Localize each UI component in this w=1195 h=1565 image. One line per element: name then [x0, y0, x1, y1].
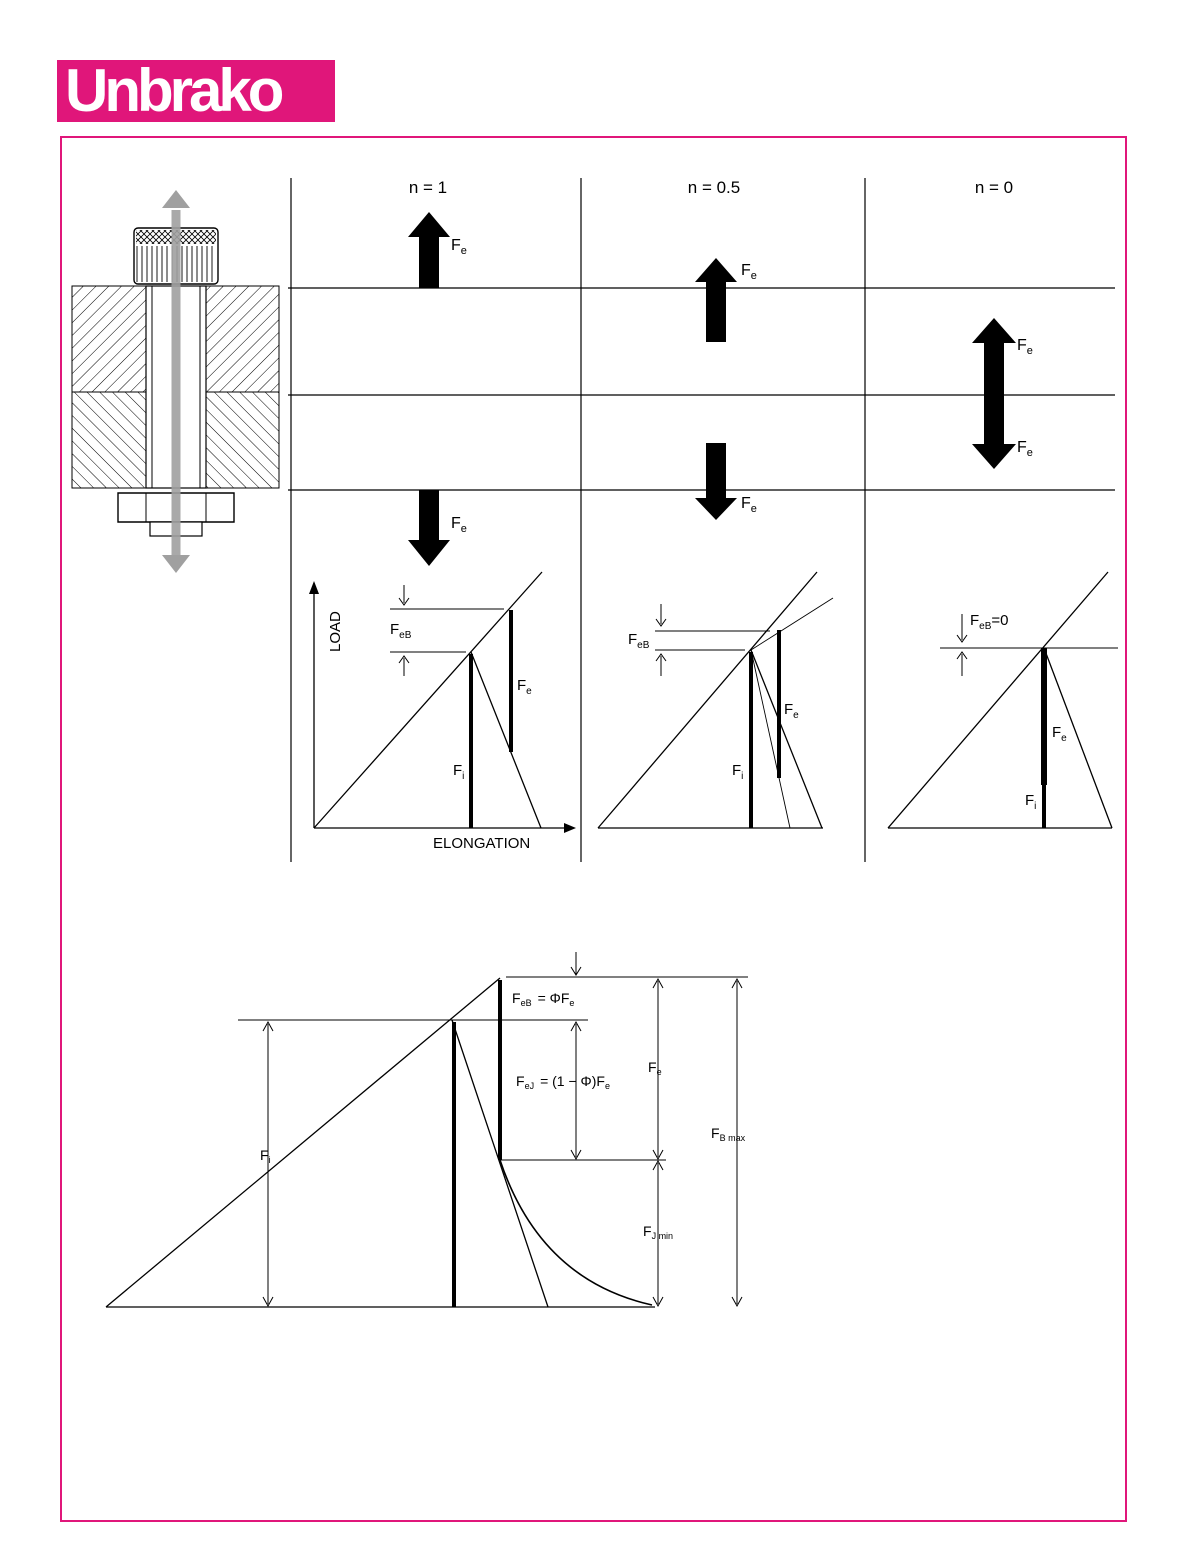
- fe-label-col1-bottom: Fe: [451, 515, 467, 535]
- fe-label-col1-graph: Fe: [517, 677, 532, 697]
- elongation-axis-arrowhead-icon: [564, 823, 576, 833]
- fi-label-col3: Fi: [1025, 792, 1036, 812]
- small-diagram-n1: [309, 571, 576, 833]
- load-axis-label: LOAD: [327, 611, 344, 652]
- bolt-joint-illustration: [71, 190, 280, 573]
- load-arrow-up-icon: [162, 190, 190, 208]
- column-header-n0: n = 0: [975, 178, 1013, 197]
- fbmax-dimension-label: FB max: [711, 1125, 746, 1143]
- fe-label-col2-top: Fe: [741, 262, 757, 282]
- feb-equation-label: FeB= ΦFe: [512, 990, 574, 1008]
- column-grid: [288, 178, 1115, 862]
- fi-label-col2: Fi: [732, 762, 743, 782]
- column-header-n05: n = 0.5: [688, 178, 740, 197]
- elongation-axis-label: ELONGATION: [433, 835, 530, 852]
- column-header-n1: n = 1: [409, 178, 447, 197]
- fe-label-col3-graph: Fe: [1052, 724, 1067, 744]
- small-diagram-n05: [597, 571, 834, 829]
- fe-double-arrow-col3-icon: [972, 318, 1016, 469]
- content-frame: [60, 136, 1127, 1522]
- fe-label-col3-bottom: Fe: [1017, 439, 1033, 459]
- force-arrows: [408, 212, 1016, 566]
- fi-label-col1: Fi: [453, 762, 464, 782]
- feb-zero-label: FeB=0: [970, 612, 1009, 632]
- fe-label-col2-bottom: Fe: [741, 495, 757, 515]
- feb-label-col1: FeB: [390, 621, 412, 641]
- load-arrow-down-icon: [162, 555, 190, 573]
- feb-label-col2: FeB: [628, 631, 650, 651]
- load-axis-arrowhead-icon: [309, 581, 319, 594]
- fe-label-col3-top: Fe: [1017, 337, 1033, 357]
- fej-equation-label: FeJ= (1 − Φ)Fe: [516, 1073, 610, 1091]
- small-diagram-n0: [887, 571, 1118, 829]
- fe-arrow-down-col1-icon: [408, 490, 450, 566]
- fe-arrow-up-col1-icon: [408, 212, 450, 288]
- force-labels: Fe Fe Fe Fe Fe Fe: [451, 237, 1033, 535]
- joint-diagram-labels: FeB= ΦFe FeJ= (1 − Φ)Fe Fe FB max Fi FJ …: [260, 990, 746, 1241]
- fi-dimension-label: Fi: [260, 1147, 271, 1165]
- brand-logo: Unbrako: [57, 60, 335, 122]
- fe-dimension-label: Fe: [648, 1059, 662, 1077]
- fe-label-col1-top: Fe: [451, 237, 467, 257]
- fe-label-col2-graph: Fe: [784, 701, 799, 721]
- fjmin-dimension-label: FJ min: [643, 1223, 673, 1241]
- joint-force-diagram: [105, 952, 748, 1308]
- fe-arrow-up-col2-icon: [695, 258, 737, 342]
- fe-arrow-down-col2-icon: [695, 443, 737, 520]
